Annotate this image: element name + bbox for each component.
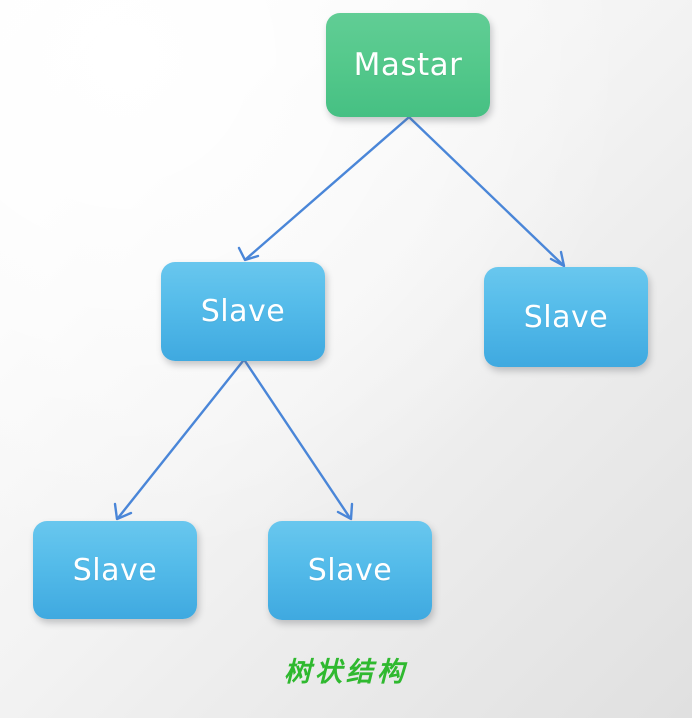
node-slave-3[interactable]: Slave <box>33 521 197 619</box>
edge-slave-1-to-slave-3 <box>113 359 245 521</box>
node-master-label: Mastar <box>353 47 463 83</box>
node-slave-2[interactable]: Slave <box>484 267 648 367</box>
node-slave-2-label: Slave <box>523 299 609 335</box>
edge-master-to-slave-2 <box>408 116 566 268</box>
node-master[interactable]: Mastar <box>326 13 490 117</box>
diagram-caption: 树状结构 <box>284 657 408 688</box>
edge-master-to-slave-1 <box>237 116 410 262</box>
edge-slave-1-to-slave-4 <box>243 359 354 521</box>
node-slave-1[interactable]: Slave <box>161 262 325 361</box>
node-slave-4-label: Slave <box>307 553 393 588</box>
node-slave-4[interactable]: Slave <box>268 521 432 620</box>
node-slave-3-label: Slave <box>72 552 158 588</box>
node-slave-1-label: Slave <box>200 294 286 329</box>
